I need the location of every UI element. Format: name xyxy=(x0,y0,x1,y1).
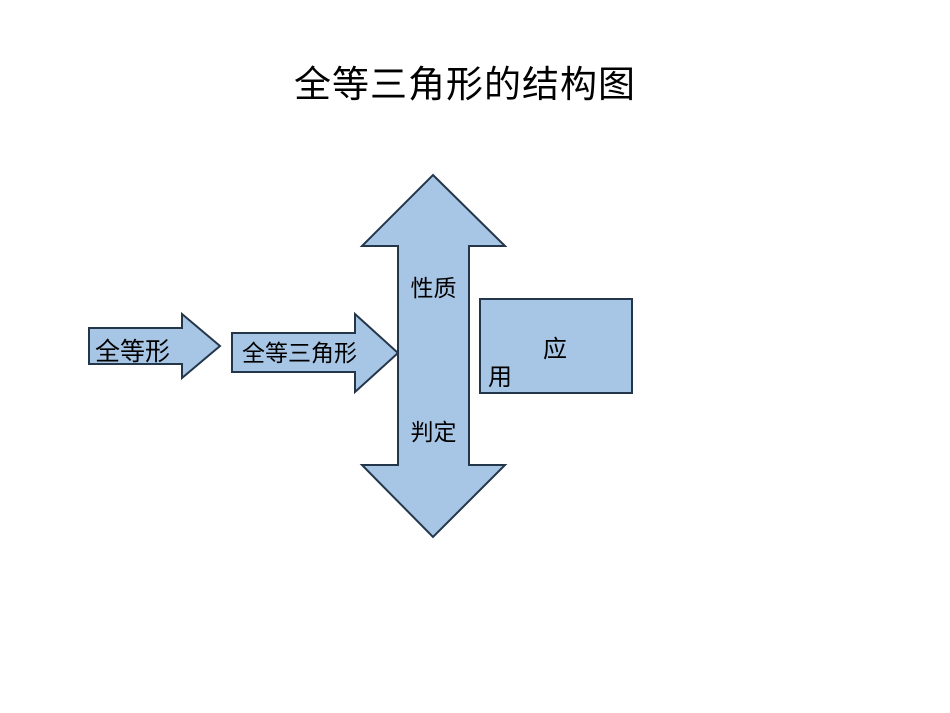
properties-judgment-double-arrow-shape xyxy=(359,173,508,539)
application-box-shape xyxy=(479,298,633,394)
congruent-triangles-label: 全等三角形 xyxy=(242,341,357,367)
judgment-label: 判定 xyxy=(410,420,457,446)
congruent-triangles-arrow-shape xyxy=(231,311,400,395)
properties-label: 性质 xyxy=(410,276,457,302)
slide-title: 全等三角形的结构图 xyxy=(294,63,636,106)
congruent-shapes-arrow-shape xyxy=(88,311,222,381)
application-label: 应用 xyxy=(488,335,567,391)
congruent-shapes-label: 全等形 xyxy=(95,337,171,366)
